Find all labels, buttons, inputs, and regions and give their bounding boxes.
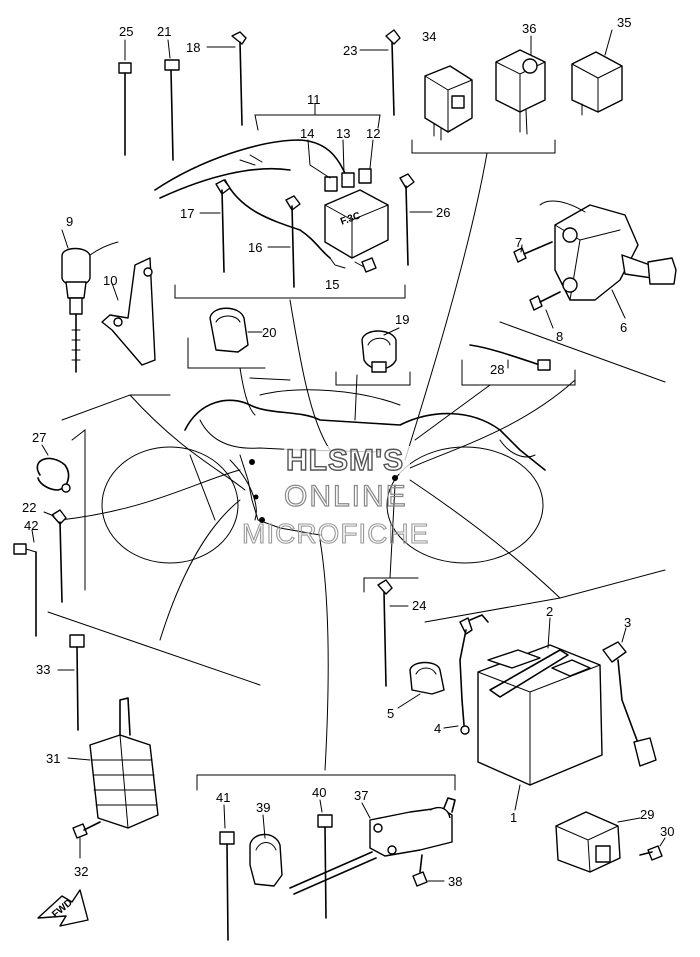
group-leader-lines [59,152,576,771]
part-38-bolt [412,854,445,887]
callout-31: 31 [46,751,60,766]
callout-15: 15 [325,277,339,292]
group-brackets [47,139,666,791]
callout-5: 5 [387,706,394,721]
part-24-cable-tie [377,579,409,687]
part-35-relay [571,29,623,116]
part-17-cable-tie [199,179,231,273]
wire-harness [154,103,381,259]
part-15-screw [354,257,377,273]
callout-19: 19 [395,312,409,327]
callout-13: 13 [336,126,350,141]
part-16-cable-tie [267,195,301,288]
callout-38: 38 [448,874,462,889]
callout-42: 42 [24,518,38,533]
part-42-cable-tie [13,529,37,637]
callout-26: 26 [436,205,450,220]
callout-21: 21 [157,24,171,39]
callout-32: 32 [74,864,88,879]
callout-4: 4 [434,721,441,736]
watermark-line-1: HLSM'S [286,444,404,477]
part-1-battery [477,644,603,811]
part-9-switch [61,229,119,373]
part-25-cable-tie [118,39,132,156]
callout-11: 11 [307,92,321,107]
part-2-battery-strap [489,617,569,698]
part-22-cable-tie [43,509,67,603]
part-26-cable-tie [399,173,433,266]
part-31-rectifier [67,697,159,829]
callout-7: 7 [515,235,522,250]
callout-33: 33 [36,662,50,677]
part-fuse-box [324,189,389,269]
callout-35: 35 [617,15,631,30]
callout-39: 39 [256,800,270,815]
part-8-bolt [529,291,561,329]
callout-34: 34 [422,29,436,44]
callout-30: 30 [660,824,674,839]
part-fuses-12-13-14 [307,139,374,192]
part-34-relay [424,65,473,141]
callout-14: 14 [300,126,314,141]
part-21-cable-tie [164,39,180,161]
callout-23: 23 [343,43,357,58]
callout-3: 3 [624,615,631,630]
callout-12: 12 [366,126,380,141]
callout-10: 10 [103,273,117,288]
part-30-bolt [639,837,666,861]
callout-16: 16 [248,240,262,255]
callout-9: 9 [66,214,73,229]
frame-wiring-trace [239,454,398,536]
part-23-cable-tie [359,29,401,116]
part-3-cable [602,627,657,767]
callout-18: 18 [186,40,200,55]
part-18-cable-tie [206,31,247,126]
part-37-sensor [289,797,456,895]
part-40-cable-tie [317,799,333,919]
part-39-clamp [249,814,283,887]
part-27-band [36,444,71,493]
part-7-bolt [513,241,553,263]
callout-29: 29 [640,807,654,822]
fwd-direction-arrow: FWD [37,889,89,927]
callout-28: 28 [490,362,504,377]
watermark-line-2: ONLINE [284,480,408,513]
part-32-bolt [72,821,101,859]
part-6-main-switch [539,200,677,319]
callout-27: 27 [32,430,46,445]
part-10-bracket [101,257,156,366]
part-20-clamp [209,307,263,353]
callout-17: 17 [180,206,194,221]
callout-40: 40 [312,785,326,800]
part-29-relay [555,811,641,873]
callout-labels: 25 21 18 23 34 36 35 11 14 13 12 17 16 2… [22,15,674,889]
part-5-clamp [397,661,445,709]
callout-22: 22 [22,500,36,515]
watermark: HLSM'S ONLINE MICROFICHE [241,443,429,549]
callout-24: 24 [412,598,426,613]
callout-6: 6 [620,320,627,335]
callout-41: 41 [216,790,230,805]
callout-25: 25 [119,24,133,39]
callout-2: 2 [546,604,553,619]
part-19-clamp [361,327,400,373]
motorcycle-outline [101,377,546,564]
part-41-cable-tie [219,804,235,941]
callout-37: 37 [354,788,368,803]
part-4-cable [443,614,489,735]
callout-20: 20 [262,325,276,340]
callout-1: 1 [510,810,517,825]
callout-8: 8 [556,329,563,344]
watermark-line-3: MICROFICHE [242,518,429,549]
part-28-cable-tie [469,344,551,371]
part-36-relay [495,35,546,135]
part-33-cable-tie [57,634,85,731]
callout-36: 36 [522,21,536,36]
